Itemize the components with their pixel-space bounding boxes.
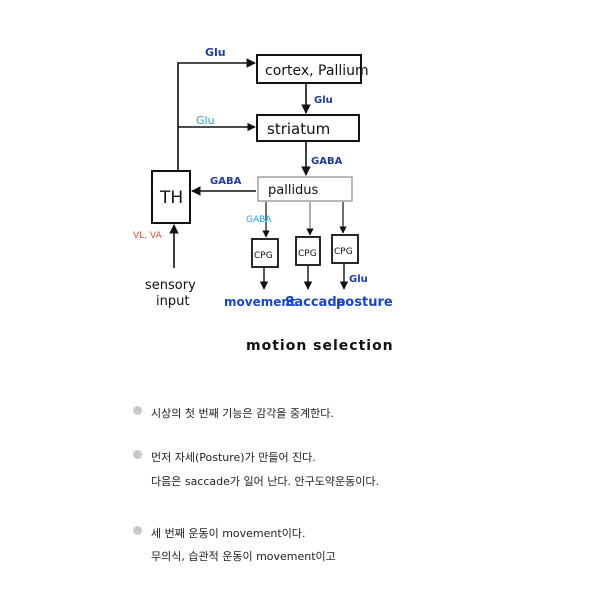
glu-label-cortex-striatum: Glu — [314, 95, 333, 106]
bullet-3 — [133, 526, 142, 535]
th-label: TH — [159, 188, 183, 208]
cpg1-label: CPG — [254, 251, 273, 261]
gaba-label-striatum-pallidus: GABA — [311, 156, 343, 167]
vlva-label: VL, VA — [133, 231, 162, 241]
glu-label-th-cortex: Glu — [205, 46, 226, 59]
caption: motion selection — [246, 338, 394, 354]
input-label: input — [156, 294, 189, 309]
th-to-cortex-arrow — [177, 58, 256, 171]
striatum-box — [256, 114, 360, 142]
cpg1-box — [251, 238, 279, 268]
text-line-1: 시상의 첫 번째 기능은 감각을 중계한다. — [151, 407, 334, 420]
gaba-label-pallidus-cpg: GABA — [246, 215, 272, 225]
saccade-label: Saccade — [285, 295, 346, 310]
striatum-label: striatum — [267, 120, 330, 138]
pallidus-box — [257, 176, 353, 202]
cpg2-label: CPG — [298, 249, 317, 259]
posture-label: posture — [336, 295, 393, 310]
cpg2-box — [295, 236, 321, 266]
cortex-label: cortex, Pallium — [265, 63, 369, 79]
bullet-2 — [133, 450, 142, 459]
sensory-label: sensory — [145, 278, 196, 293]
bullet-1 — [133, 406, 142, 415]
th-box — [151, 170, 191, 224]
pallidus-label: pallidus — [268, 183, 319, 198]
text-line-3: 다음은 saccade가 일어 난다. 안구도약운동이다. — [151, 475, 379, 488]
glu-label-th-striatum: Glu — [196, 114, 215, 127]
cpg3-box — [331, 234, 359, 264]
cortex-box — [256, 54, 362, 84]
cpg3-label: CPG — [334, 247, 353, 257]
text-line-2: 먼저 자세(Posture)가 만들어 진다. — [151, 451, 316, 464]
gaba-label-pallidus-th: GABA — [210, 176, 242, 187]
text-line-5: 무의식, 습관적 운동이 movement이고 — [151, 550, 336, 563]
movement-label: movement — [224, 295, 296, 309]
glu-label-cpg3-posture: Glu — [349, 274, 368, 285]
basal-ganglia-diagram: cortex, Pallium striatum pallidus TH CPG… — [133, 46, 394, 354]
text-line-4: 세 번째 운동이 movement이다. — [151, 527, 306, 540]
